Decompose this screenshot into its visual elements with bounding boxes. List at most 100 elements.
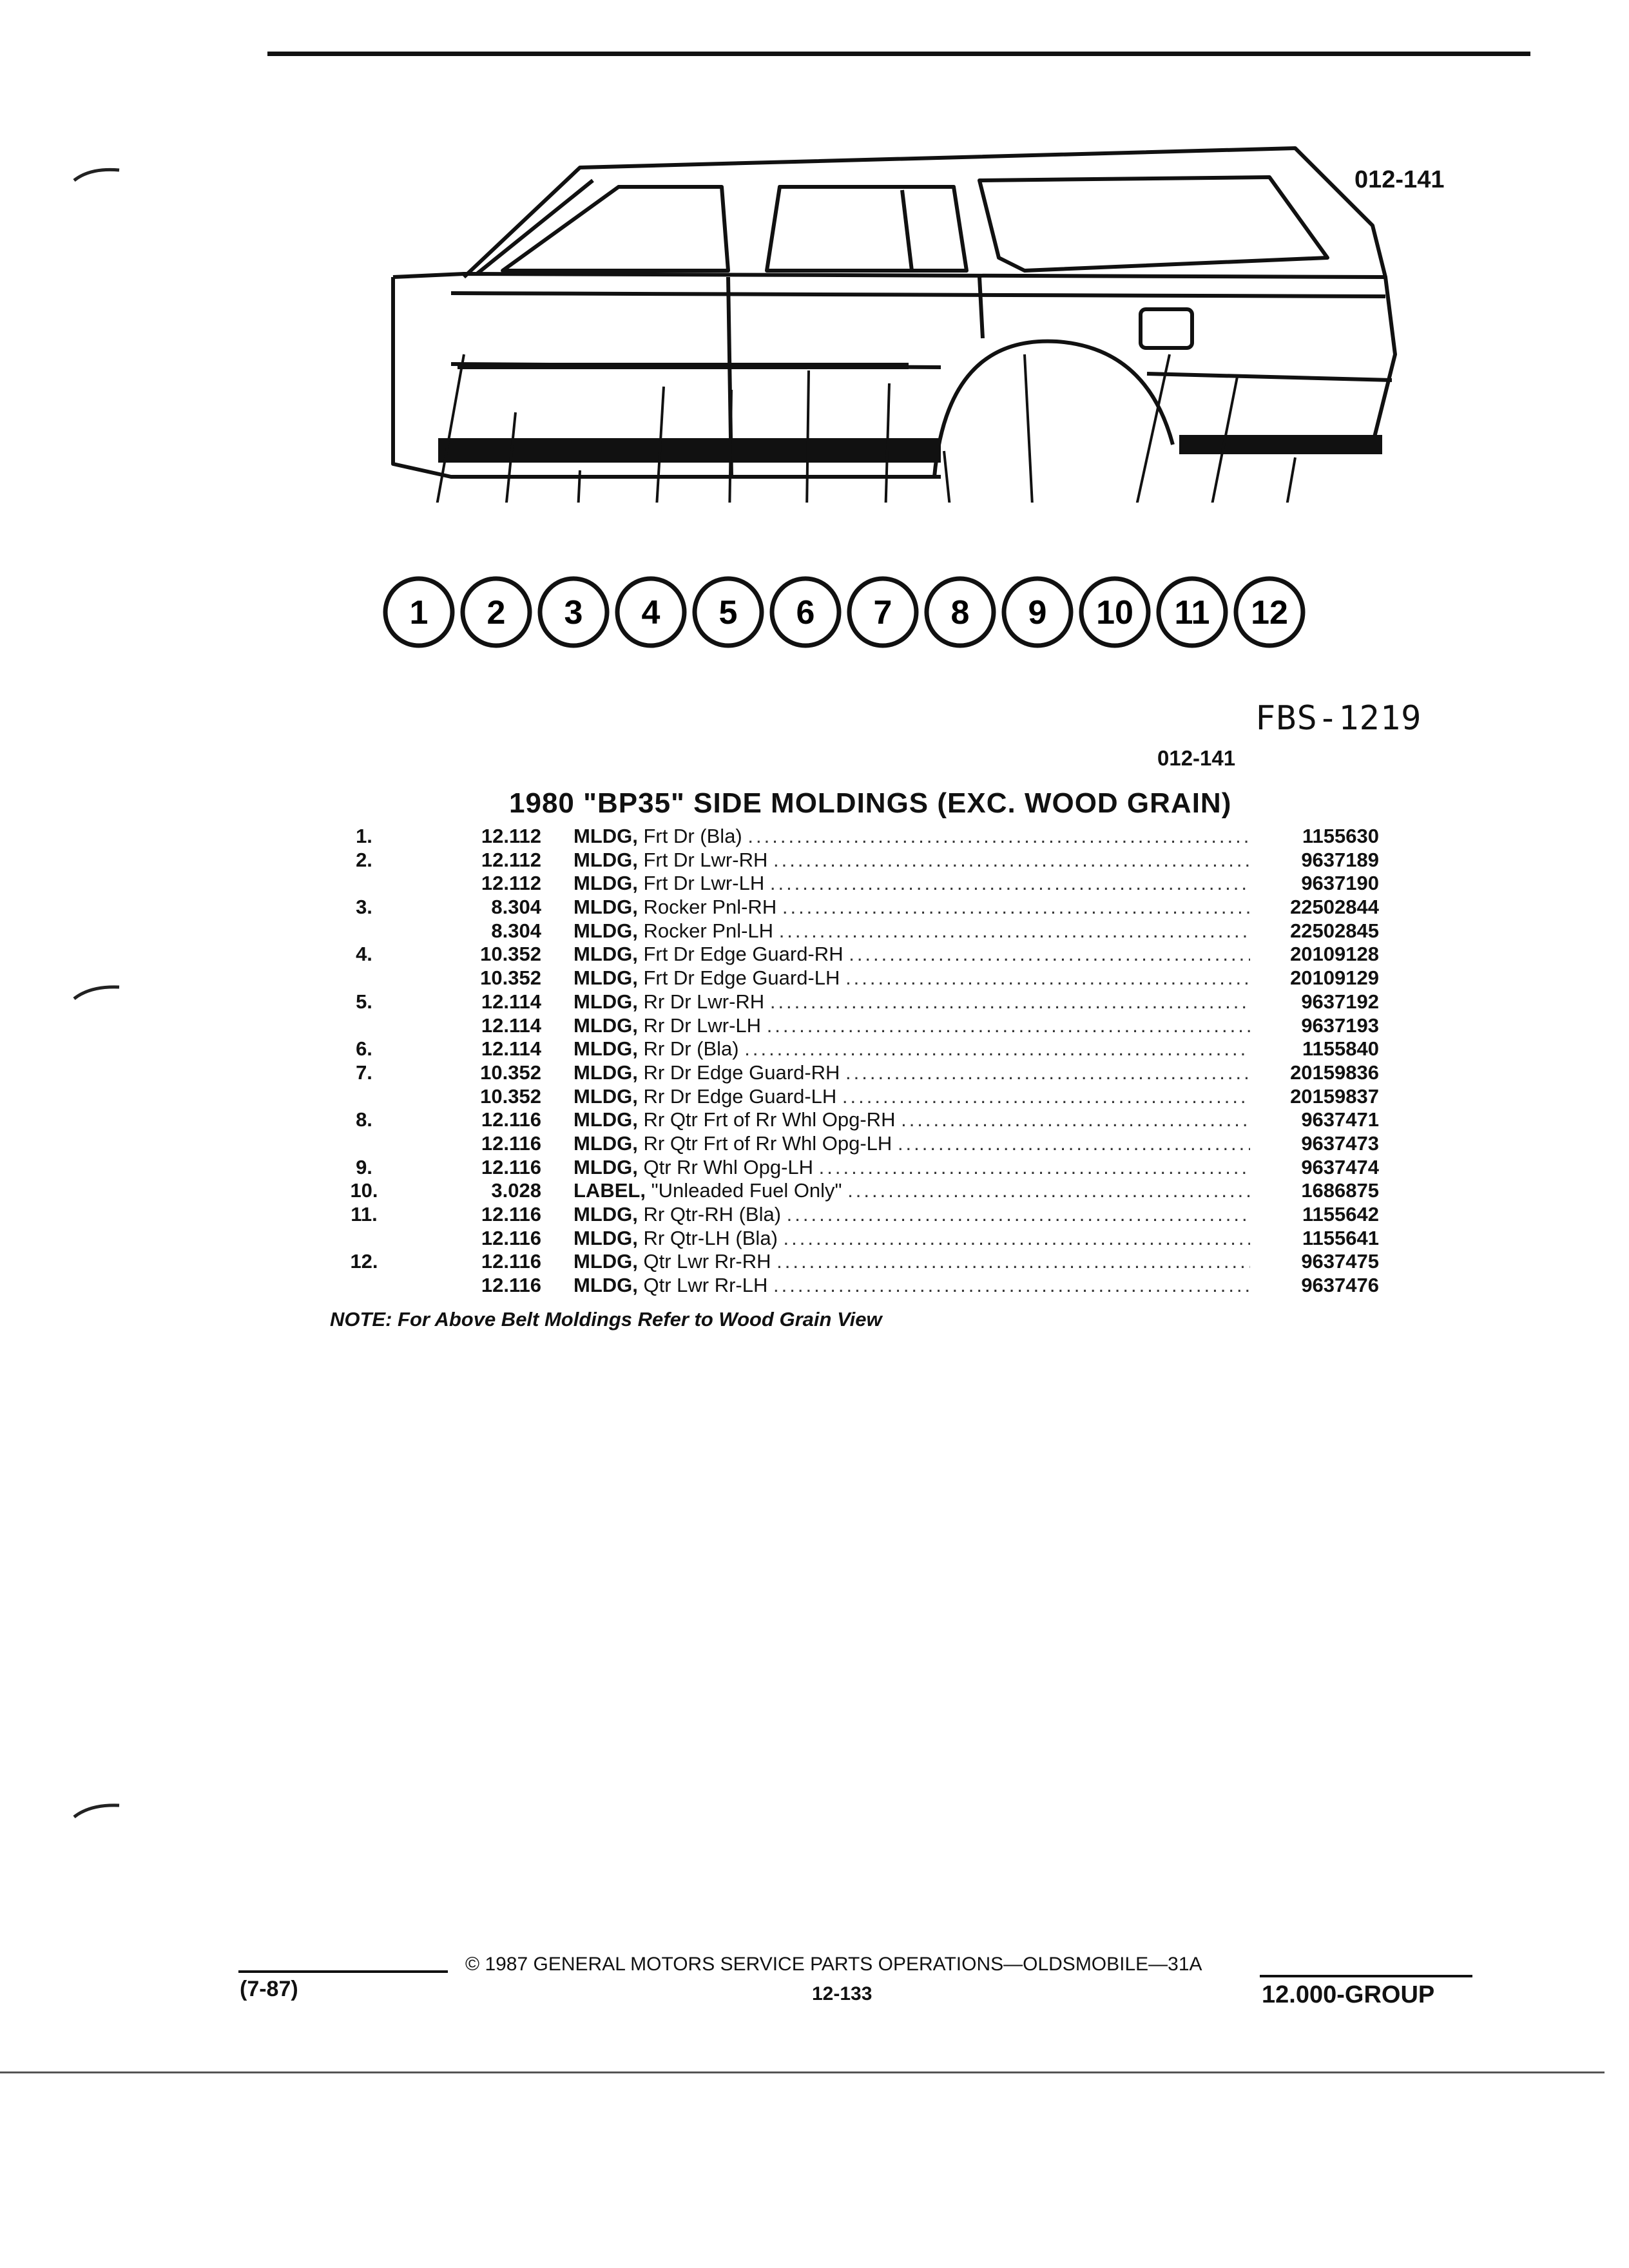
dot-leader: ........................................… — [847, 1179, 1250, 1202]
svg-text:2: 2 — [487, 594, 506, 631]
item-number: 5. — [356, 990, 372, 1013]
part-number: 9637474 — [1301, 1155, 1379, 1178]
dot-leader: ........................................… — [766, 1014, 1250, 1037]
part-description: MLDG, Rocker Pnl-LH ....................… — [574, 919, 1250, 943]
part-name: Rr Dr Edge Guard-LH — [643, 1084, 837, 1108]
group-number: 12.116 — [481, 1250, 541, 1273]
svg-text:7: 7 — [874, 594, 892, 631]
item-number: 8. — [356, 1108, 372, 1131]
part-description: MLDG, Frt Dr Lwr-LH ....................… — [574, 872, 1250, 895]
item-number: 9. — [356, 1155, 372, 1178]
parts-row: 12.116 MLDG, Qtr Lwr Rr-LH ..............… — [322, 1274, 1379, 1298]
part-name: Qtr Rr Whl Opg-LH — [643, 1155, 814, 1178]
part-type: MLDG, — [574, 1250, 638, 1273]
part-type: MLDG, — [574, 919, 638, 942]
part-name: Rr Dr Lwr-RH — [643, 990, 765, 1013]
part-name: Rr Dr Lwr-LH — [643, 1014, 762, 1037]
svg-text:6: 6 — [796, 594, 815, 631]
svg-text:8: 8 — [951, 594, 970, 631]
group-number: 10.352 — [480, 966, 541, 990]
dot-leader: ........................................… — [845, 1061, 1250, 1084]
part-name: Rr Qtr Frt of Rr Whl Opg-RH — [643, 1108, 896, 1131]
parts-row: 12.116 MLDG, Rr Qtr Frt of Rr Whl Opg-LH … — [322, 1132, 1379, 1156]
part-description: MLDG, Rr Dr Lwr-LH .....................… — [574, 1014, 1250, 1037]
part-name: Rr Qtr Frt of Rr Whl Opg-LH — [643, 1131, 892, 1155]
dot-leader: ........................................… — [849, 943, 1250, 966]
part-description: MLDG, Rr Dr Edge Guard-LH ..............… — [574, 1085, 1250, 1108]
part-number: 1155630 — [1302, 825, 1379, 847]
part-description: MLDG, Rr Qtr Frt of Rr Whl Opg-LH ......… — [574, 1132, 1250, 1155]
part-description: MLDG, Qtr Rr Whl Opg-LH ................… — [574, 1156, 1250, 1179]
group-number: 12.116 — [481, 1274, 541, 1297]
dot-leader: ........................................… — [786, 1203, 1250, 1225]
svg-text:9: 9 — [1028, 594, 1047, 631]
dot-leader: ........................................… — [783, 1226, 1250, 1249]
parts-row: 12.114 MLDG, Rr Dr Lwr-LH ...............… — [322, 1014, 1379, 1038]
part-name: Rr Qtr-RH (Bla) — [643, 1203, 782, 1225]
callout-7: 7 — [847, 576, 919, 648]
fbs-number: FBS-1219 — [1255, 699, 1422, 738]
group-number: 12.116 — [481, 1108, 541, 1131]
part-number: 9637192 — [1301, 990, 1379, 1013]
parts-row: 8. 12.116 MLDG, Rr Qtr Frt of Rr Whl Opg-R… — [322, 1108, 1379, 1132]
item-number: 3. — [356, 896, 372, 919]
part-type: MLDG, — [574, 990, 638, 1013]
dot-leader: ........................................… — [818, 1155, 1250, 1178]
group-number: 12.116 — [481, 1203, 541, 1225]
part-description: MLDG, Rr Dr (Bla) ......................… — [574, 1037, 1250, 1061]
group-number: 12.116 — [481, 1155, 541, 1178]
footer-page-number: 12-133 — [812, 1983, 872, 2004]
part-type: MLDG, — [574, 966, 638, 990]
footer-date: (7-87) — [240, 1977, 298, 2001]
part-number: 1155642 — [1302, 1203, 1379, 1225]
callout-row: 1 2 3 4 5 6 7 8 9 10 11 12 — [383, 576, 1306, 648]
part-type: MLDG, — [574, 1108, 638, 1131]
part-description: MLDG, Frt Dr (Bla) .....................… — [574, 825, 1250, 848]
callout-2: 2 — [460, 576, 532, 648]
station-wagon-illustration — [391, 146, 1397, 503]
part-number: 1155641 — [1302, 1226, 1379, 1249]
svg-text:10: 10 — [1096, 594, 1133, 631]
callout-12: 12 — [1233, 576, 1306, 648]
dot-leader: ........................................… — [845, 966, 1250, 990]
part-type: MLDG, — [574, 1131, 638, 1155]
group-number: 12.116 — [481, 1131, 541, 1155]
part-type: MLDG, — [574, 1014, 638, 1037]
part-number: 9637189 — [1301, 848, 1379, 871]
group-number: 12.112 — [481, 872, 541, 895]
dot-leader: ........................................… — [901, 1108, 1250, 1131]
part-name: Frt Dr (Bla) — [643, 825, 742, 847]
callout-9: 9 — [1001, 576, 1074, 648]
part-number: 9637190 — [1301, 872, 1379, 895]
part-number: 20109128 — [1290, 943, 1379, 966]
top-rule — [267, 52, 1530, 56]
part-name: Qtr Lwr Rr-LH — [643, 1274, 768, 1297]
part-description: MLDG, Qtr Lwr Rr-LH ....................… — [574, 1274, 1250, 1297]
part-number: 9637475 — [1301, 1250, 1379, 1273]
part-description: MLDG, Qtr Lwr Rr-RH ....................… — [574, 1250, 1250, 1273]
part-number: 22502844 — [1290, 896, 1379, 919]
group-number: 12.114 — [481, 1014, 541, 1037]
group-number: 3.028 — [491, 1179, 541, 1202]
part-type: MLDG, — [574, 1274, 638, 1297]
part-description: MLDG, Rr Dr Lwr-RH .....................… — [574, 990, 1250, 1014]
dot-leader: ........................................… — [776, 1250, 1250, 1273]
part-number: 9637476 — [1301, 1274, 1379, 1297]
part-name: Rr Dr Edge Guard-RH — [643, 1061, 840, 1084]
bottom-rule — [0, 2071, 1605, 2073]
callout-3: 3 — [537, 576, 610, 648]
part-type: MLDG, — [574, 896, 638, 919]
svg-text:4: 4 — [642, 594, 660, 631]
group-number: 12.116 — [481, 1226, 541, 1249]
part-description: MLDG, Rr Dr Edge Guard-RH ..............… — [574, 1061, 1250, 1084]
item-number: 6. — [356, 1037, 372, 1061]
part-number: 20159836 — [1290, 1061, 1379, 1084]
